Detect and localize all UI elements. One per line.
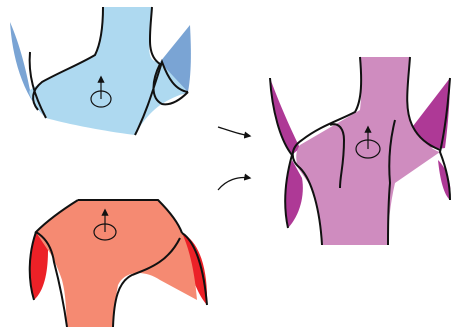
blue-saddle-surface — [10, 7, 191, 135]
arrow-from-blue — [218, 127, 250, 136]
red-main-sheet — [36, 200, 197, 327]
red-saddle-surface — [30, 200, 207, 327]
blue-main-sheet — [29, 7, 188, 135]
purple-glued-surface — [270, 57, 451, 245]
purple-main-sheet — [296, 57, 440, 245]
arrow-from-red — [218, 178, 250, 191]
